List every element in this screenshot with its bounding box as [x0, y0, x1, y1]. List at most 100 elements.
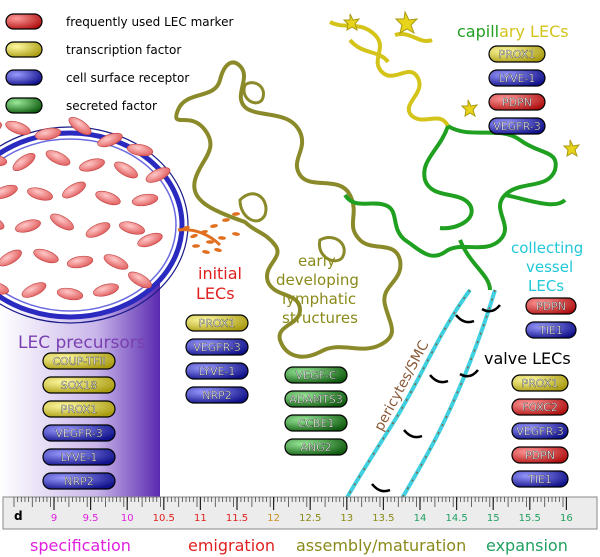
pill-label: VEGFR-3 [55, 427, 103, 440]
pill-shape [284, 414, 348, 432]
svg-text:transcription factor: transcription factor [66, 43, 181, 57]
red-blood-cell [85, 222, 111, 238]
pill-label: ADAMTS3 [289, 393, 343, 406]
red-blood-cell [145, 167, 171, 183]
pill-label: VEGFR-3 [516, 425, 564, 438]
ruler-tick-label: 10.5 [153, 513, 175, 524]
pill-shape [42, 400, 116, 418]
pill-shape [42, 472, 116, 490]
precursors-pill-lyve-1: LYVE-1 [42, 448, 116, 466]
early-pill-vegf-c: VEGF-C [284, 366, 348, 384]
svg-text:secreted factor: secreted factor [66, 99, 157, 113]
pill-shape [284, 438, 348, 456]
ruler-tick-label: 15 [487, 513, 500, 524]
pill-shape [42, 352, 116, 370]
pill-shape [488, 93, 546, 111]
pill-label: PROX1 [61, 403, 98, 416]
pill-label: LYVE-1 [499, 72, 536, 85]
legend: frequently used LEC marker transcription… [5, 13, 233, 114]
pill-label: PDPN [502, 96, 532, 109]
red-blood-cell [15, 219, 41, 233]
ruler-tick-label: 9 [51, 513, 57, 524]
precursors-title: LEC precursors [18, 333, 146, 353]
red-blood-cell [97, 132, 123, 148]
stage-assembly: assembly/maturation [296, 536, 466, 555]
ruler-tick-label: 13.5 [372, 513, 394, 524]
pill-label: LYVE-1 [61, 451, 98, 464]
collecting-vessel-left [333, 288, 472, 521]
legend-item-receptor: cell surface receptor [5, 69, 189, 86]
pill-shape [511, 446, 569, 464]
legend-item-marker: frequently used LEC marker [5, 13, 233, 30]
pill-label: LYVE-1 [199, 365, 236, 378]
red-blood-cell [21, 282, 47, 298]
ruler-tick-label: 14 [414, 513, 427, 524]
stage-specification: specification [30, 536, 131, 555]
red-blood-cell [12, 152, 36, 172]
early-title-line3: lymphatic [282, 290, 356, 308]
capillary-network-green [343, 124, 567, 291]
collecting-title-line2: vessel [526, 258, 573, 276]
ruler-tick-label: 11.5 [226, 513, 248, 524]
capillary-pill-prox1: PROX1 [488, 45, 546, 63]
ruler-tick-label: 12 [267, 513, 280, 524]
legend-item-secreted: secreted factor [5, 97, 157, 114]
red-blood-cell [137, 232, 163, 248]
valve-title: valve LECs [484, 349, 571, 368]
initial-lec-cell [218, 236, 226, 240]
stage-emigration: emigration [188, 536, 275, 555]
initial-lec-cell [206, 240, 214, 244]
pill-label: NRP2 [202, 389, 232, 402]
tip-cells [342, 10, 581, 158]
pill-shape [488, 45, 546, 63]
pill-label: CCBE1 [298, 417, 335, 430]
pill-shape [511, 398, 569, 416]
red-blood-cell [45, 150, 71, 166]
marker-pills: COUP-TFIISOX18PROX1VEGFR-3LYVE-1NRP2PROX… [42, 45, 577, 490]
initial-pill-prox1: PROX1 [185, 314, 249, 332]
precursors-pill-sox18: SOX18 [42, 376, 116, 394]
pill-shape [488, 117, 546, 135]
early-pill-ang2: ANG2 [284, 438, 348, 456]
pill-shape [42, 448, 116, 466]
valve-pill-foxc2: FOXC2 [511, 398, 569, 416]
red-blood-cell [103, 254, 129, 270]
svg-text:cell surface receptor: cell surface receptor [66, 71, 189, 85]
collecting-pill-tie1: TIE1 [525, 321, 577, 339]
initial-lec-cell [210, 224, 218, 228]
initial-lec-cell [232, 212, 240, 216]
initial-pill-nrp2: NRP2 [185, 386, 249, 404]
initial-pill-lyve-1: LYVE-1 [185, 362, 249, 380]
early-title-line1: early [298, 252, 336, 270]
valve-pill-pdpn: PDPN [511, 446, 569, 464]
pill-shape [185, 362, 249, 380]
pill-label: SOX18 [61, 379, 97, 392]
pill-shape [525, 297, 577, 315]
ruler-tick-label: 16 [560, 513, 573, 524]
pill-label: PROX1 [499, 48, 536, 61]
red-blood-cell [50, 213, 74, 231]
red-blood-cell [0, 281, 9, 295]
pill-label: PDPN [525, 449, 555, 462]
red-blood-cell [0, 249, 22, 267]
red-blood-cell [79, 158, 105, 172]
pill-label: PROX1 [199, 317, 236, 330]
pill-label: ANG2 [300, 441, 331, 454]
red-blood-cell [62, 181, 86, 199]
pill-shape [488, 69, 546, 87]
ruler-tick-label: 11 [194, 513, 207, 524]
pill-label: COUP-TFII [52, 355, 105, 368]
red-blood-cell [93, 283, 119, 297]
red-blood-cell [128, 271, 152, 289]
ruler-unit-label: d [14, 509, 23, 523]
pill-shape [185, 338, 249, 356]
cardinal-vein [0, 130, 185, 320]
collecting-title-line3: LECs [528, 277, 564, 295]
red-blood-cell [119, 221, 145, 235]
valve-pill-tie1: TIE1 [511, 470, 569, 488]
pill-label: VEGFR-3 [193, 341, 241, 354]
initial-lec-cell [214, 248, 222, 252]
precursors-pill-vegfr-3: VEGFR-3 [42, 424, 116, 442]
capillary-pill-vegfr-3: VEGFR-3 [488, 117, 546, 135]
